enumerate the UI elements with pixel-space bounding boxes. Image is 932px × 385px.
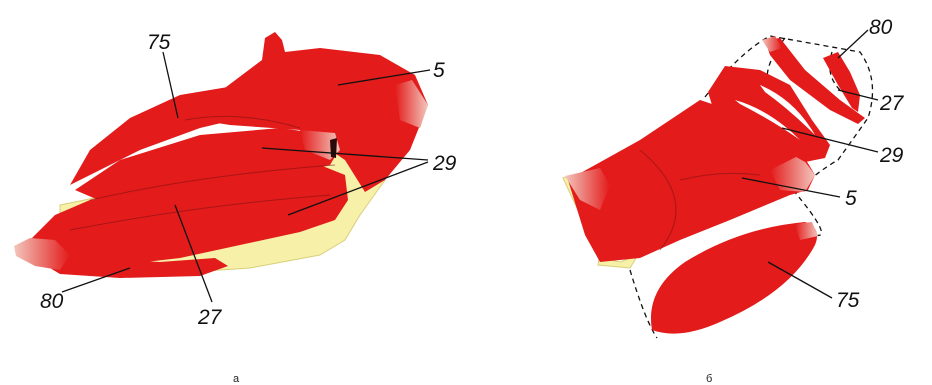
label-80-a: 80 [40,290,64,313]
leader-80-b [838,30,868,58]
label-75-a: 75 [147,31,171,54]
label-29-a: 29 [432,152,457,175]
label-27-a: 27 [197,306,223,329]
label-27-b: 27 [879,92,905,115]
dark-notch-a [330,138,337,158]
label-5-b: 5 [845,187,857,210]
caption-a: а [233,373,240,385]
label-29-b: 29 [879,144,904,167]
label-75-b: 75 [836,289,860,312]
label-80-b: 80 [869,16,893,39]
muscle-80-a [40,258,228,278]
label-5-a: 5 [433,59,445,82]
panel-b: 80 27 29 5 75 б [563,16,905,385]
caption-b: б [706,373,712,385]
panel-a: 75 5 29 80 27 а [14,31,457,385]
